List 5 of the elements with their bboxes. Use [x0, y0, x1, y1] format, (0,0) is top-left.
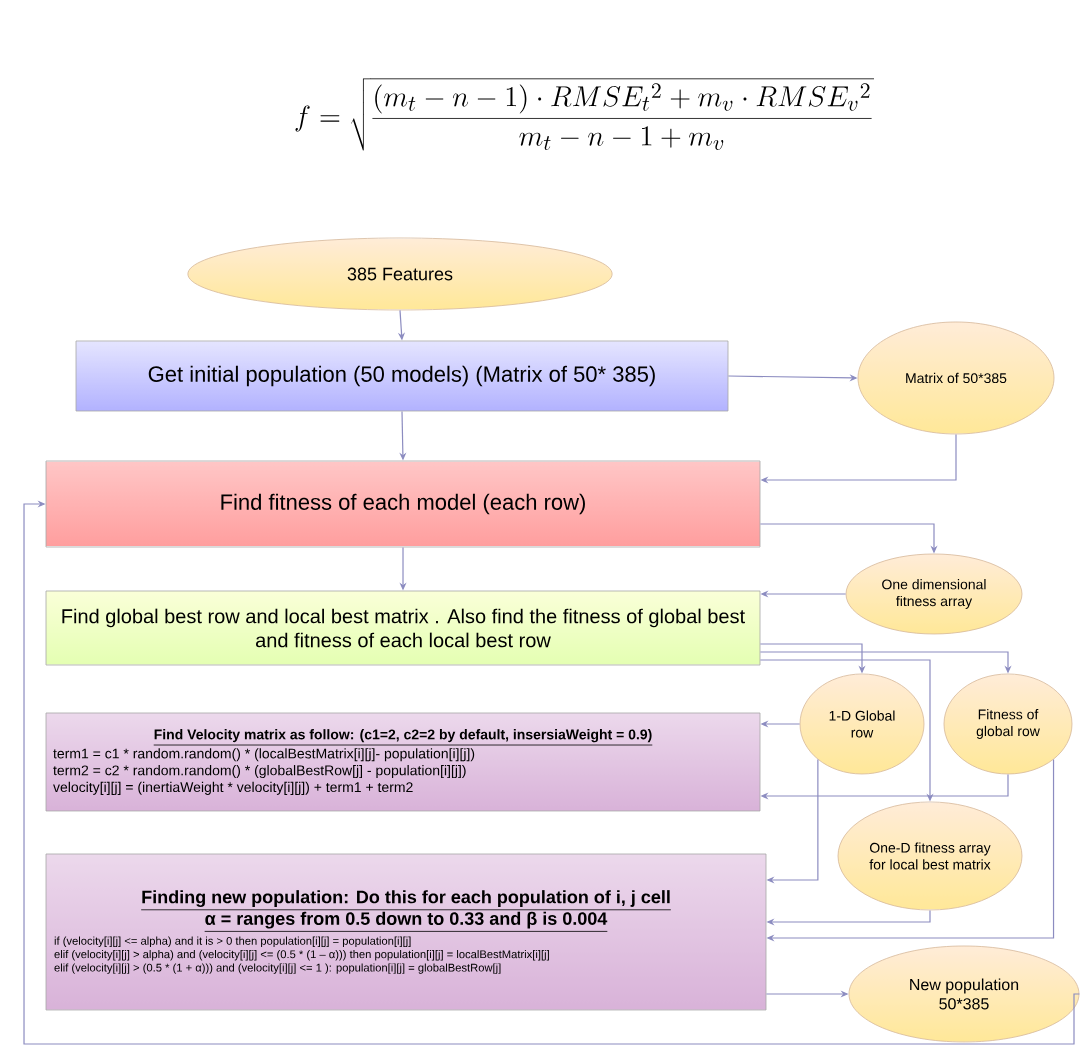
process-box: Find fitness of each model (each row) — [45, 460, 761, 548]
connector-arrow — [23, 500, 1080, 1045]
process-box: Find global best row and local best matrix . Also find the fitness of global best and fitness of each local best row — [45, 590, 761, 666]
formula: $f = \sqrt{\frac{(m_t - n - 1) \cdot RMSE_t{}^2 + m_v \cdot RMSE_v{}^2}{m_t - n - 1 + m_v}}$ — [295, 78, 874, 151]
process-box: Get initial population (50 models) (Matrix of 50* 385) — [75, 340, 729, 412]
